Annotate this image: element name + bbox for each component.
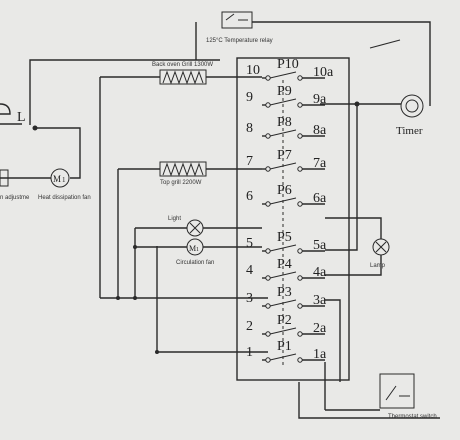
cooling-fan-label: Heat dissipation fan (38, 195, 91, 201)
contact-pole-5: P5 (277, 230, 292, 245)
line-label: L (17, 110, 26, 125)
contact-num-8: 8 (246, 121, 253, 136)
contact-row-4: 4 P4 4a (246, 257, 327, 281)
contact-pole-9: P9 (277, 84, 292, 99)
contact-row-10: 10 P10 10a (246, 57, 334, 81)
thermostat-label: Thermostat switch (388, 414, 437, 420)
switch-blade-10 (269, 71, 297, 79)
contact-pole-1: P1 (277, 339, 292, 354)
timer-label: Timer (396, 125, 423, 137)
contact-pole-7: P7 (277, 148, 292, 163)
contact-pole-6: P6 (277, 183, 292, 198)
svg-text:M: M (189, 244, 196, 253)
temperature-relay (221, 11, 253, 29)
timer (369, 39, 424, 118)
contact-row-6: 6 P6 6a (246, 183, 327, 207)
contact-row-9: 9 P9 9a (246, 84, 327, 108)
contact-num-10: 10 (246, 63, 260, 78)
contact-num-4: 4 (246, 263, 253, 278)
adjust-fragment: n adjustme (0, 195, 30, 201)
oven-light (186, 219, 204, 237)
contact-out-3: 3a (313, 293, 327, 308)
contact-row-3: 3 P3 3a (246, 285, 327, 309)
contact-row-7: 7 P7 7a (246, 148, 327, 172)
circulation-fan-label: Circulation fan (176, 260, 214, 266)
top-grill-label: Top grill 2200W (160, 180, 202, 186)
wire-plug-fan (35, 127, 81, 179)
contact-out-6: 6a (313, 191, 327, 206)
contact-pole-4: P4 (277, 257, 292, 272)
svg-text:M: M (53, 174, 61, 184)
circulation-fan-motor: M 1 (186, 238, 204, 256)
contact-out-9: 9a (313, 92, 327, 107)
switch-blade-2 (269, 327, 297, 335)
contact-out-7: 7a (313, 156, 327, 171)
switch-blade-9 (269, 98, 297, 106)
contact-out-2: 2a (313, 321, 327, 336)
wire-top-bus (29, 21, 431, 125)
contact-out-8: 8a (313, 123, 327, 138)
contact-out-10: 10a (313, 65, 334, 80)
contact-row-2: 2 P2 2a (246, 313, 327, 337)
svg-text:1: 1 (196, 247, 199, 253)
back-coil-heater (159, 69, 207, 85)
contact-num-2: 2 (246, 319, 253, 334)
svg-text:1: 1 (62, 176, 66, 184)
top-grill-heater (159, 161, 207, 177)
contact-out-5: 5a (313, 238, 327, 253)
cooling-fan-motor: M 1 (50, 168, 70, 188)
back-coil-label: Back oven Grill 1300W (152, 62, 213, 68)
selector-switch-box (236, 57, 350, 381)
switch-blade-8 (269, 129, 297, 137)
contact-row-1: 1 P1 1a (246, 339, 327, 363)
indicator-lamp (372, 238, 390, 256)
contact-pole-2: P2 (277, 313, 292, 328)
contact-num-3: 3 (246, 291, 253, 306)
temp-relay-label: 125°C Temperature relay (206, 38, 273, 44)
power-plug (0, 103, 22, 125)
contact-pole-8: P8 (277, 115, 292, 130)
light-label: Light (168, 216, 181, 222)
contact-pole-3: P3 (277, 285, 292, 300)
contact-row-8: 8 P8 8a (246, 115, 327, 139)
lamp-label: Lamp (370, 263, 386, 269)
contact-out-1: 1a (313, 347, 327, 362)
contact-num-1: 1 (246, 345, 253, 360)
contact-pole-10: P10 (277, 57, 299, 72)
contact-row-5: 5 P5 5a (246, 230, 327, 254)
contact-num-5: 5 (246, 236, 253, 251)
thermostat-switch (379, 373, 415, 409)
contact-num-7: 7 (246, 154, 253, 169)
contact-num-9: 9 (246, 90, 253, 105)
contact-out-4: 4a (313, 265, 327, 280)
contact-num-6: 6 (246, 189, 253, 204)
